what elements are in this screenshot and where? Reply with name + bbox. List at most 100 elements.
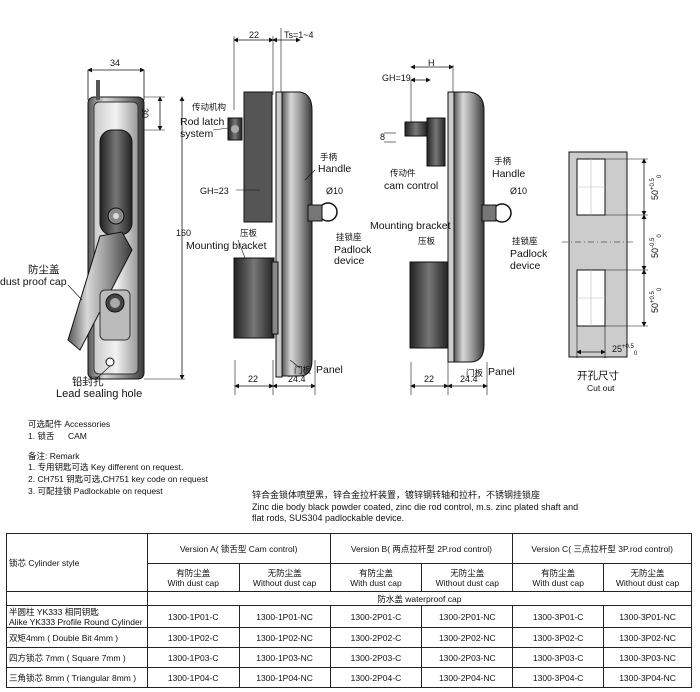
handle-b-label-cn: 手柄 [494, 156, 512, 166]
dia10-a-label: Ø10 [326, 186, 344, 196]
waterproof-cap-row: 防水盖 waterproof cap [146, 591, 693, 606]
padlock-a-label-en-1: Padlock [334, 244, 372, 256]
part-cell: 1300-2P02-NC [421, 627, 514, 648]
part-cell: 1300-1P03-NC [238, 647, 331, 668]
dim-a-b244: 24.4 [288, 374, 306, 384]
h-b-label: H [428, 58, 435, 68]
handle-a-label-cn: 手柄 [320, 152, 338, 162]
dim-cut-50c: 50+0.50 [650, 287, 663, 313]
remark-2: 2. CH751 钥匙可选,CH751 key code on request [28, 474, 209, 484]
version-b-header: Version B( 两点拉杆型 2P.rod control) [329, 533, 514, 564]
padlock-a-label-cn: 挂锁座 [336, 232, 362, 242]
rod-latch-label-en-2: system [180, 128, 214, 140]
part-cell: 1300-1P02-NC [238, 627, 331, 648]
material-en-2: flat rods, SUS304 padlockable device. [252, 513, 405, 523]
lead-seal-label-en: Lead sealing hole [56, 388, 143, 400]
dim-a-22: 22 [249, 30, 260, 40]
table-row: 四方锁芯 7mm ( Square 7mm ) 1300-1P03-C 1300… [6, 647, 692, 668]
mount-a-label-en: Mounting bracket [186, 240, 267, 252]
material-cn: 锌合金锁体喷塑黑，锌合金拉杆装置，镀锌钢转轴和拉杆，不锈钢挂锁座 [252, 490, 541, 500]
dim-cut-25: 25+0.50 [612, 344, 638, 357]
part-cell: 1300-3P02-C [512, 627, 605, 648]
dust-cap-label-en: dust proof cap [0, 276, 67, 288]
remarks-title: 备注: Remark [28, 451, 80, 461]
handle-a-label-en: Handle [318, 163, 352, 175]
part-cell: 1300-1P02-C [146, 627, 240, 648]
part-cell: 1300-3P04-C [512, 667, 605, 688]
mount-a-label-cn: 压板 [240, 228, 258, 238]
gh-b-label: GH=19 [382, 73, 411, 83]
padlock-a-label-en-2: device [334, 255, 365, 267]
cam-label-en: cam control [384, 180, 439, 192]
panel-a-label-en: Panel [316, 364, 343, 376]
part-cell: 1300-3P03-NC [603, 647, 692, 668]
accessory-item-1-val: CAM [68, 431, 87, 441]
rod-latch-label-en-1: Rod latch [180, 116, 225, 128]
dim-front-width: 34 [110, 58, 121, 68]
panel-a-label-cn: 门板 [294, 365, 312, 375]
dim-cut-50a: 50+0.50 [650, 174, 663, 200]
part-cell: 1300-2P04-NC [421, 667, 514, 688]
part-cell: 1300-3P03-C [512, 647, 605, 668]
dia10-b-label: Ø10 [510, 186, 528, 196]
panel-b-label-cn: 门板 [466, 368, 484, 378]
front-view-drawing [67, 67, 185, 381]
material-en-1: Zinc die body black powder coated, zinc … [252, 502, 579, 512]
padlock-b-label-en-1: Padlock [510, 248, 548, 260]
gh-a-label: GH=23 [200, 186, 229, 196]
part-cell: 1300-1P01-C [146, 605, 240, 628]
dim-cut-50b: 50-0.50 [650, 234, 663, 258]
dim-b-b22: 22 [424, 374, 435, 384]
rod-latch-label-cn: 传动机构 [192, 102, 227, 112]
cylinder-cell: 四方锁芯 7mm ( Square 7mm ) [6, 647, 148, 668]
dust-cap-label-cn: 防尘盖 [28, 264, 60, 276]
part-cell: 1300-3P04-NC [603, 667, 692, 688]
padlock-b-label-en-2: device [510, 260, 541, 272]
mount-b-label-en: Mounting bracket [370, 220, 451, 232]
remark-3: 3. 可配挂锁 Padlockable on request [28, 486, 163, 496]
part-cell: 1300-2P02-C [329, 627, 423, 648]
part-cell: 1300-1P03-C [146, 647, 240, 668]
accessory-item-1-num: 1. 锁舌 [28, 431, 55, 441]
part-cell: 1300-2P03-C [329, 647, 423, 668]
cylinder-cell: 双矩4mm ( Double Bit 4mm ) [6, 627, 148, 648]
accessories-title: 可选配件 Accessories [28, 419, 111, 429]
part-cell: 1300-1P01-NC [238, 605, 331, 628]
part-cell: 1300-3P01-NC [603, 605, 692, 628]
part-cell: 1300-2P03-NC [421, 647, 514, 668]
lead-seal-label-cn: 铅封孔 [72, 376, 104, 388]
version-c-header: Version C( 三点拉杆型 3P.rod control) [512, 533, 692, 564]
mount-b-label-cn: 压板 [418, 236, 436, 246]
dim-a-b22: 22 [248, 374, 259, 384]
panel-b-label-en: Panel [488, 366, 515, 378]
cutout-title-cn: 开孔尺寸 [577, 370, 619, 382]
cylinder-header: 锁芯 Cylinder style [6, 533, 148, 592]
part-cell: 1300-2P01-NC [421, 605, 514, 628]
cutout-title-en: Cut out [587, 383, 615, 393]
part-cell: 1300-2P01-C [329, 605, 423, 628]
cylinder-cell: 三角锁芯 8mm ( Triangular 8mm ) [6, 667, 148, 688]
side-view-a-drawing [212, 28, 338, 395]
padlock-b-label-cn: 挂锁座 [512, 236, 538, 246]
remark-1: 1. 专用钥匙可选 Key different on request. [28, 462, 184, 472]
part-cell: 1300-1P04-C [146, 667, 240, 688]
part-cell: 1300-3P02-NC [603, 627, 692, 648]
dim-b-b244: 24.4 [460, 374, 478, 384]
table-row: 双矩4mm ( Double Bit 4mm ) 1300-1P02-C 130… [6, 627, 692, 648]
dim-front-30: 30 [140, 108, 150, 119]
part-number-table: 锁芯 Cylinder style Version A( 锁舌型 Cam con… [6, 533, 693, 688]
dim-a-ts: Ts=1~4 [284, 30, 314, 40]
dim-b-8: 8 [380, 132, 386, 142]
side-view-b-drawing [384, 64, 512, 395]
cam-label-cn: 传动件 [390, 168, 416, 178]
part-cell: 1300-2P04-C [329, 667, 423, 688]
table-row: 三角锁芯 8mm ( Triangular 8mm ) 1300-1P04-C … [6, 667, 692, 688]
